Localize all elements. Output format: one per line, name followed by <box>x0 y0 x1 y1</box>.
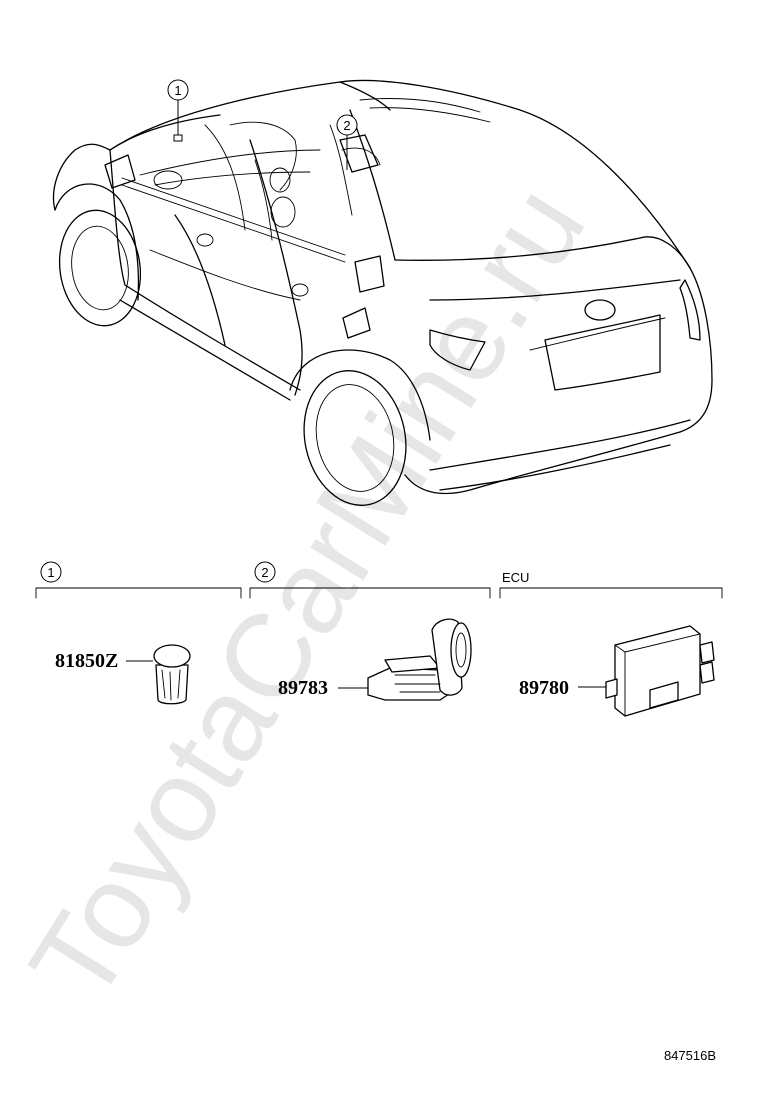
section-1-header: 1 <box>35 561 242 599</box>
callout-2: 2 <box>336 114 358 170</box>
callout-1: 1 <box>167 79 189 142</box>
lamp-bulb-icon <box>153 644 191 705</box>
part-number-81850z: 81850Z <box>55 650 118 672</box>
part-89780-ecu: 89780 <box>519 625 715 717</box>
part-number-89783: 89783 <box>278 677 328 699</box>
callout-1-number: 1 <box>174 83 181 98</box>
section-2-header: 2 <box>249 561 491 599</box>
section-1-marker: 1 <box>47 565 54 580</box>
part-number-89780: 89780 <box>519 677 569 699</box>
callout-2-number: 2 <box>343 118 350 133</box>
section-2-marker: 2 <box>261 565 268 580</box>
part-89783: 89783 <box>278 618 472 701</box>
figure-id: 847516B <box>664 1048 716 1063</box>
car-illustration <box>52 79 713 506</box>
sensor-icon <box>367 618 472 701</box>
watermark: ToyotaCarMine.ru <box>5 164 610 1024</box>
part-81850z: 81850Z <box>55 644 191 705</box>
ecu-label: ECU <box>502 570 529 585</box>
ecu-module-icon <box>605 625 715 717</box>
section-ecu-header: ECU <box>499 570 723 599</box>
